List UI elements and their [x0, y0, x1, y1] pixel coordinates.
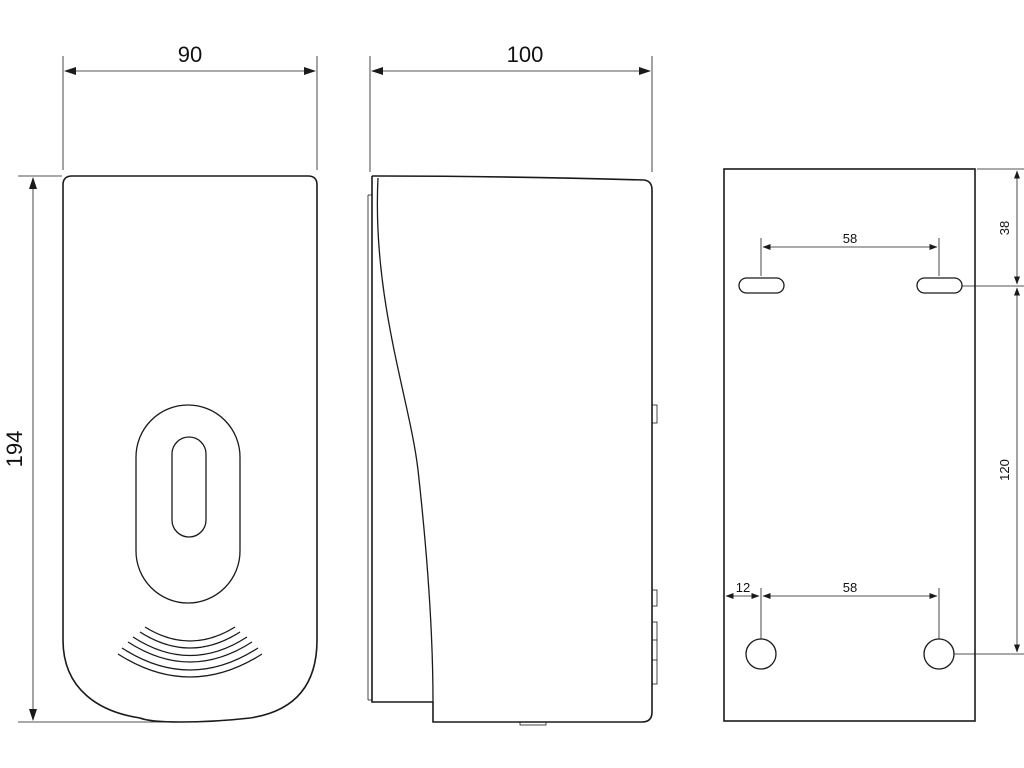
- bottom-tab: [519, 721, 547, 726]
- groove: [121, 647, 259, 671]
- groove: [117, 653, 263, 678]
- mounting-hole-right: [923, 638, 955, 670]
- front-width-dimension: 90: [62, 42, 318, 170]
- side-back-plate: [371, 176, 433, 703]
- groove: [144, 626, 236, 642]
- edge-offset-label: 12: [736, 580, 750, 595]
- viewing-window: [171, 436, 207, 538]
- groove: [139, 631, 241, 649]
- mounting-slot-right: [916, 277, 963, 294]
- top-slot-spacing-label: 58: [843, 231, 857, 246]
- mounting-hole-left: [745, 638, 777, 670]
- edge-offset-dimension: 12: [725, 580, 760, 599]
- push-button-outer: [135, 404, 241, 604]
- front-height-label: 194: [2, 431, 27, 468]
- side-view: 100: [367, 42, 658, 726]
- side-depth-label: 100: [507, 42, 544, 67]
- top-slot-spacing-dimension: 58: [760, 231, 940, 276]
- groove: [132, 636, 248, 657]
- side-notch: [651, 404, 658, 424]
- decorative-grooves: [117, 626, 263, 678]
- back-plate-outline: [723, 168, 976, 722]
- front-width-label: 90: [178, 42, 202, 67]
- front-view: 90 194: [2, 42, 318, 723]
- back-view: 58 58 12 38 120: [723, 168, 1024, 722]
- bottom-hole-spacing-dimension: 58: [760, 580, 940, 639]
- front-height-dimension: 194: [2, 175, 175, 723]
- side-notch: [651, 589, 658, 607]
- vertical-spacing-label: 120: [997, 459, 1012, 481]
- side-depth-dimension: 100: [369, 42, 653, 172]
- bottom-hole-spacing-label: 58: [843, 580, 857, 595]
- side-body-curve: [376, 177, 434, 703]
- vertical-dimensions: 38 120: [954, 168, 1024, 655]
- front-body-outline: [62, 175, 318, 723]
- side-notch: [651, 621, 658, 685]
- mounting-slot-left: [738, 277, 785, 294]
- groove: [127, 641, 253, 663]
- side-body-outline: [371, 175, 653, 723]
- top-offset-label: 38: [997, 221, 1012, 235]
